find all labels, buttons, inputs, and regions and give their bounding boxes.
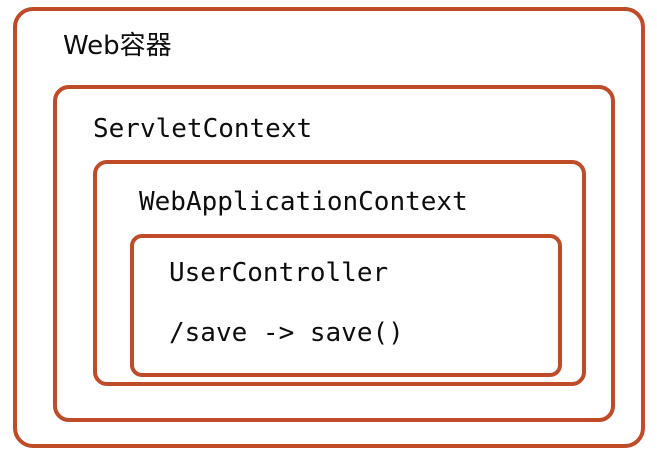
web-container-label: Web容器	[63, 31, 172, 61]
web-application-context-box[interactable]: WebApplicationContext UserController /sa…	[93, 160, 586, 386]
servlet-context-label: ServletContext	[93, 114, 313, 144]
user-controller-label: UserController	[169, 258, 389, 288]
user-controller-box[interactable]: UserController /save -> save()	[130, 234, 562, 377]
web-container-box[interactable]: Web容器 ServletContext WebApplicationConte…	[13, 7, 645, 448]
servlet-context-box[interactable]: ServletContext WebApplicationContext Use…	[53, 85, 615, 422]
web-application-context-label: WebApplicationContext	[139, 187, 468, 217]
save-mapping-label: /save -> save()	[169, 318, 404, 348]
